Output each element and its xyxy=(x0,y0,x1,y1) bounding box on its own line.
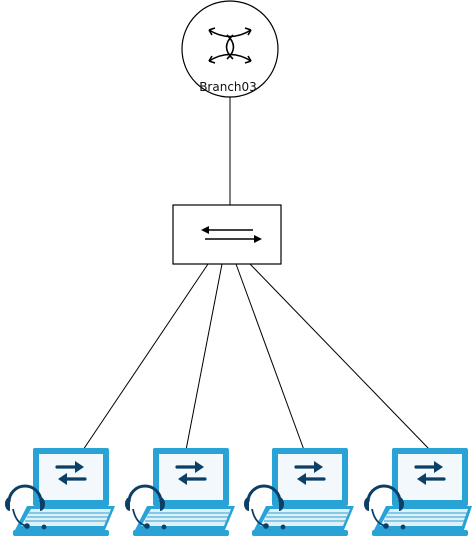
client-laptop-1[interactable] xyxy=(5,448,115,536)
client-laptop-2[interactable] xyxy=(125,448,235,536)
softphone-laptop-icon xyxy=(244,448,354,536)
switch-body xyxy=(172,204,282,265)
router-node[interactable]: Branch03 xyxy=(181,0,279,98)
links xyxy=(82,97,431,451)
link-switch-client-1 xyxy=(82,263,209,451)
switch-icon xyxy=(201,226,262,243)
router-label: Branch03 xyxy=(199,80,257,94)
link-switch-client-3 xyxy=(235,263,305,451)
softphone-laptop-icon xyxy=(125,448,235,536)
switch-node[interactable] xyxy=(172,204,282,265)
link-switch-client-2 xyxy=(185,263,223,451)
softphone-laptop-icon xyxy=(5,448,115,536)
softphone-laptop-icon xyxy=(364,448,472,536)
client-laptop-4[interactable] xyxy=(364,448,472,536)
client-laptop-3[interactable] xyxy=(244,448,354,536)
router-icon xyxy=(208,27,252,64)
router-body xyxy=(181,0,279,98)
link-switch-client-4 xyxy=(249,263,431,451)
